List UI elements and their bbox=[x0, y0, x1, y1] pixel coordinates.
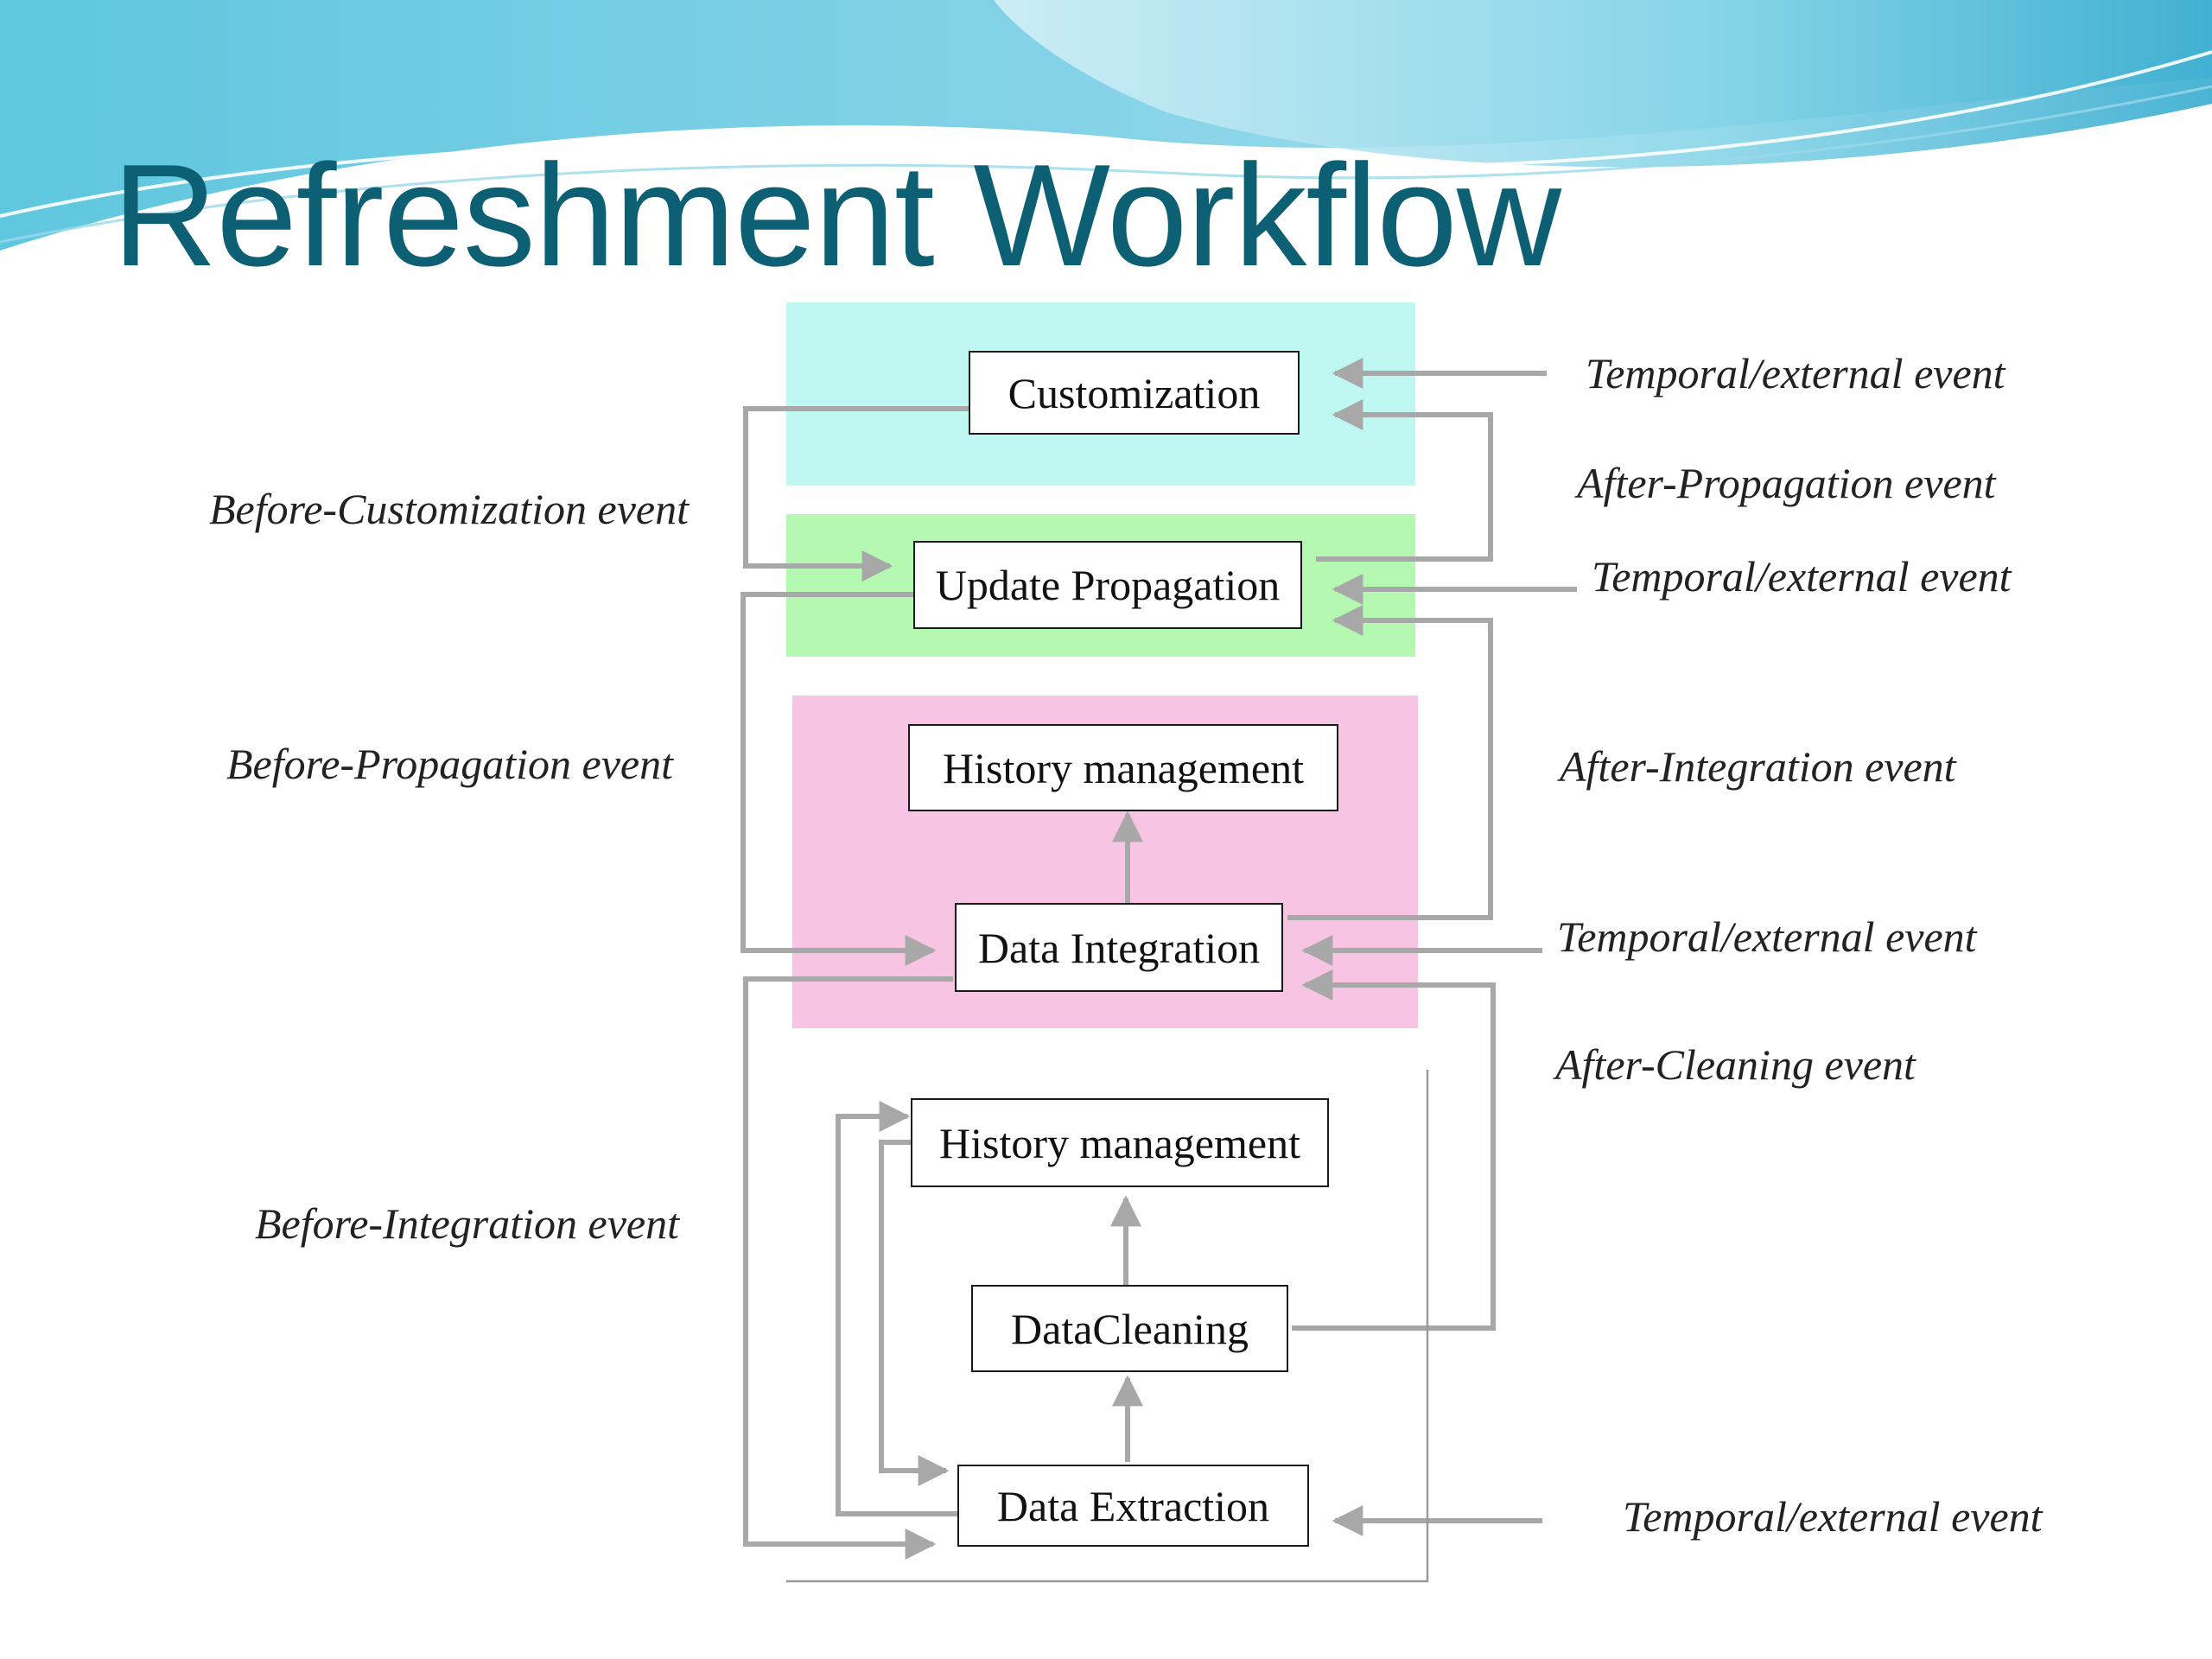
label-before-customization-event: Before-Customization event bbox=[209, 485, 689, 533]
label-after-propagation-event: After-Propagation event bbox=[1577, 459, 1996, 507]
arrow-after-propagation bbox=[1316, 399, 1493, 562]
history-management-box-upper: History management bbox=[908, 724, 1338, 811]
label-before-integration-event: Before-Integration event bbox=[255, 1199, 680, 1248]
label-temporal-event-2: Temporal/external event bbox=[1592, 552, 2012, 601]
label-temporal-event-4: Temporal/external event bbox=[1623, 1492, 2043, 1541]
arrow-after-cleaning bbox=[1292, 969, 1496, 1331]
arrow-before-propagation bbox=[741, 592, 937, 966]
label-temporal-event-3: Temporal/external event bbox=[1557, 912, 1977, 961]
arrow-before-customization bbox=[743, 406, 969, 582]
arrow-after-integration bbox=[1287, 605, 1493, 920]
data-integration-box: Data Integration bbox=[955, 903, 1283, 992]
customization-box: Customization bbox=[969, 351, 1300, 435]
update-propagation-box: Update Propagation bbox=[913, 541, 1302, 629]
label-after-integration-event: After-Integration event bbox=[1560, 742, 1956, 791]
arrow-extraction-to-history bbox=[836, 1101, 959, 1516]
lower-stage-frame bbox=[786, 1070, 1429, 1583]
data-extraction-box: Data Extraction bbox=[957, 1465, 1309, 1547]
label-before-propagation-event: Before-Propagation event bbox=[226, 740, 673, 788]
arrow-before-integration bbox=[743, 976, 953, 1560]
data-cleaning-box: DataCleaning bbox=[971, 1285, 1288, 1372]
arrow-history-to-extraction bbox=[879, 1140, 950, 1486]
history-management-box-lower: History management bbox=[911, 1098, 1329, 1187]
label-temporal-event-1: Temporal/external event bbox=[1586, 349, 2005, 397]
flow-arrows bbox=[741, 358, 1577, 1560]
label-after-cleaning-event: After-Cleaning event bbox=[1555, 1040, 1916, 1089]
slide-title: Refreshment Workflow bbox=[112, 134, 1561, 296]
